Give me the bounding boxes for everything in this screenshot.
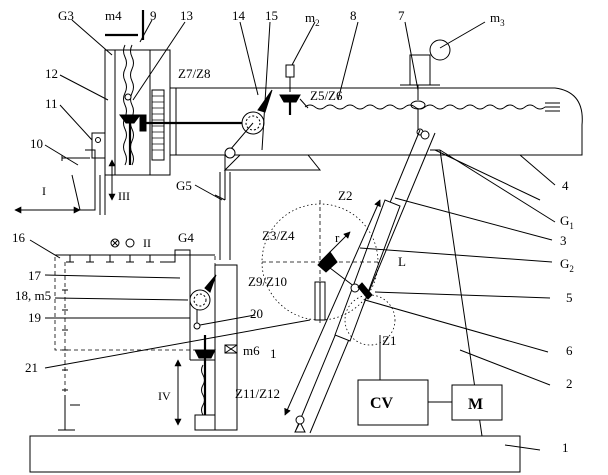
label-z3-z4: Z3/Z4 [262, 228, 295, 243]
label-z1: Z1 [382, 333, 396, 348]
label-4: 4 [562, 178, 569, 193]
column-g5 [214, 172, 231, 260]
top-rail [169, 87, 583, 156]
slide-15 [223, 154, 322, 171]
label-1: 1 [562, 440, 569, 455]
base-plate [29, 435, 521, 473]
label-1-small: 1 [270, 346, 277, 361]
label-z5-z6: Z5/Z6 [310, 88, 343, 103]
label-9: 9 [150, 8, 157, 23]
label-roman-I: I [42, 184, 46, 198]
label-cv: CV [370, 395, 394, 412]
label-12: 12 [45, 66, 58, 81]
label-13: 13 [180, 8, 193, 23]
label-z2: Z2 [338, 188, 352, 203]
label-m4: m4 [105, 8, 122, 23]
label-17: 17 [28, 268, 42, 283]
label-L: L [398, 254, 406, 269]
label-18-m5: 18, m5 [15, 288, 51, 303]
leader-lines [29, 19, 556, 451]
label-g3: G3 [58, 8, 74, 23]
label-20: 20 [250, 306, 263, 321]
label-g1: G1 [560, 213, 574, 231]
label-7: 7 [398, 8, 405, 23]
label-2: 2 [566, 376, 573, 391]
label-10: 10 [30, 136, 43, 151]
label-g4: G4 [178, 230, 194, 245]
label-6: 6 [566, 343, 573, 358]
label-r: r [335, 230, 340, 245]
slider-20 [314, 281, 326, 321]
label-m2: m2 [305, 10, 320, 28]
head-box [61, 10, 245, 215]
label-m3: m3 [490, 10, 505, 28]
label-8: 8 [350, 8, 357, 23]
label-21: 21 [25, 360, 38, 375]
label-5: 5 [566, 290, 573, 305]
label-14: 14 [232, 8, 246, 23]
label-roman-IV: IV [158, 389, 171, 403]
label-roman-II: II [143, 236, 151, 250]
label-3: 3 [560, 233, 567, 248]
label-g2: G2 [560, 256, 574, 274]
label-19: 19 [28, 310, 41, 325]
label-z7-z8: Z7/Z8 [178, 66, 211, 81]
label-16: 16 [12, 230, 26, 245]
label-11: 11 [45, 96, 58, 111]
label-m-box: M [468, 396, 483, 413]
gearbox-g4 [160, 249, 238, 431]
label-15: 15 [265, 8, 278, 23]
label-roman-III: III [118, 189, 130, 203]
motor-m-box [451, 384, 503, 421]
bevel-z5-z6 [279, 64, 309, 115]
housing-16 [54, 238, 216, 431]
label-z9-z10: Z9/Z10 [248, 274, 287, 289]
label-g5: G5 [176, 178, 192, 193]
label-m6: m6 [243, 343, 260, 358]
dimension-1 [284, 199, 381, 416]
label-z11-z12: Z11/Z12 [235, 386, 280, 401]
